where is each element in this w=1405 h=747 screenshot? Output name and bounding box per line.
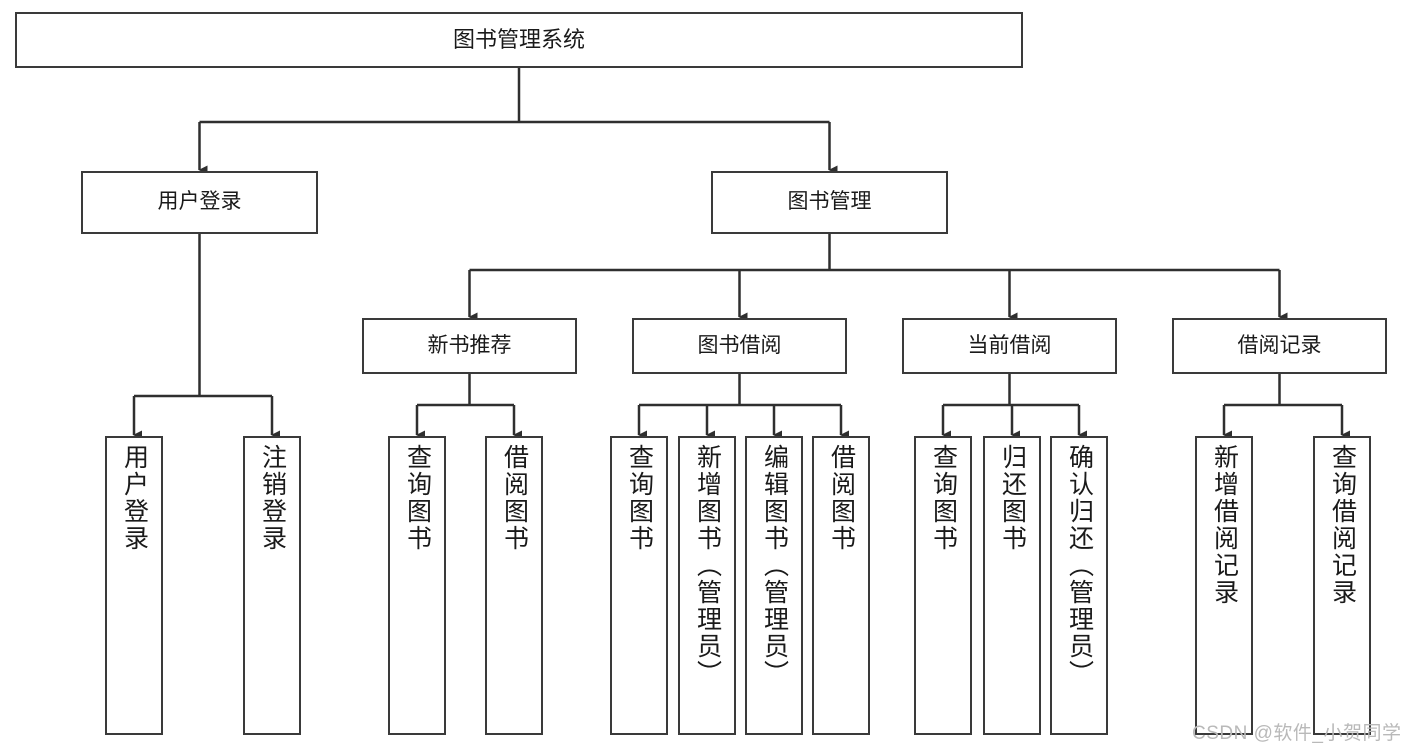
node-leaf-current-2: 确认归还（管理员） [1050,436,1108,735]
node-label: 图书借阅 [697,333,782,357]
node-leaf-new-0: 查询图书 [388,436,446,735]
node-root: 图书管理系统 [15,12,1023,68]
node-l2-3: 借阅记录 [1172,318,1387,374]
node-leaf-login-1: 注销登录 [243,436,301,735]
node-l2-1: 图书借阅 [632,318,847,374]
node-leaf-borrow-3: 借阅图书 [812,436,870,735]
node-label: 借阅图书 [827,444,856,552]
node-l1-1: 图书管理 [711,171,948,234]
node-label: 借阅图书 [500,444,529,552]
node-label: 用户登录 [157,190,242,214]
node-label: 借阅记录 [1237,333,1322,357]
node-label: 新增图书（管理员） [693,444,722,687]
node-leaf-borrow-0: 查询图书 [610,436,668,735]
node-label: 查询图书 [929,444,958,552]
node-label: 图书管理系统 [452,27,585,53]
node-label: 编辑图书（管理员） [760,444,789,687]
node-l1-0: 用户登录 [81,171,318,234]
node-label: 当前借阅 [967,333,1052,357]
node-label: 查询图书 [403,444,432,552]
node-leaf-current-0: 查询图书 [914,436,972,735]
node-label: 确认归还（管理员） [1065,444,1094,687]
node-leaf-borrow-2: 编辑图书（管理员） [745,436,803,735]
node-leaf-login-0: 用户登录 [105,436,163,735]
node-leaf-current-1: 归还图书 [983,436,1041,735]
node-label: 查询图书 [625,444,654,552]
node-label: 归还图书 [998,444,1027,552]
node-leaf-record-1: 查询借阅记录 [1313,436,1371,735]
node-l2-0: 新书推荐 [362,318,577,374]
node-label: 用户登录 [120,444,149,552]
node-leaf-record-0: 新增借阅记录 [1195,436,1253,735]
node-l2-2: 当前借阅 [902,318,1117,374]
node-leaf-borrow-1: 新增图书（管理员） [678,436,736,735]
node-label: 注销登录 [258,444,287,552]
node-label: 图书管理 [787,190,872,214]
node-leaf-new-1: 借阅图书 [485,436,543,735]
node-label: 新书推荐 [427,333,512,357]
node-label: 查询借阅记录 [1328,444,1357,606]
node-label: 新增借阅记录 [1210,444,1239,606]
